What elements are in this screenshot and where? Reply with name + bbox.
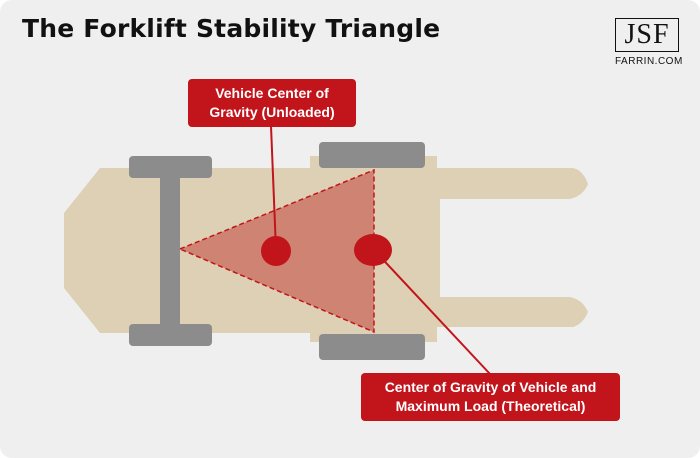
callout-unloaded-line2: Gravity (Unloaded)	[209, 104, 335, 120]
leader-line-unloaded	[270, 125, 277, 251]
callout-loaded-line2: Maximum Load (Theoretical)	[395, 398, 586, 414]
logo-subtitle: FARRIN.COM	[615, 56, 683, 67]
callout-loaded-line1: Center of Gravity of Vehicle and	[384, 379, 597, 395]
cog-unloaded-marker	[261, 236, 291, 266]
front-wheel-bottom	[319, 334, 425, 360]
cog-loaded-marker	[354, 234, 392, 266]
front-wheel-top	[319, 142, 425, 168]
jsf-logo: JSF FARRIN.COM	[615, 18, 685, 67]
leader-line-loaded	[373, 249, 491, 375]
rear-wheel-bottom	[129, 324, 212, 346]
callout-unloaded-line1: Vehicle Center of	[215, 85, 329, 101]
rear-wheel-top	[129, 156, 212, 178]
rear-axle	[160, 172, 180, 327]
page-title: The Forklift Stability Triangle	[22, 14, 441, 43]
callout-loaded-cog: Center of Gravity of Vehicle and Maximum…	[361, 373, 620, 421]
callout-unloaded-cog: Vehicle Center of Gravity (Unloaded)	[188, 79, 356, 127]
logo-mark: JSF	[615, 18, 679, 52]
